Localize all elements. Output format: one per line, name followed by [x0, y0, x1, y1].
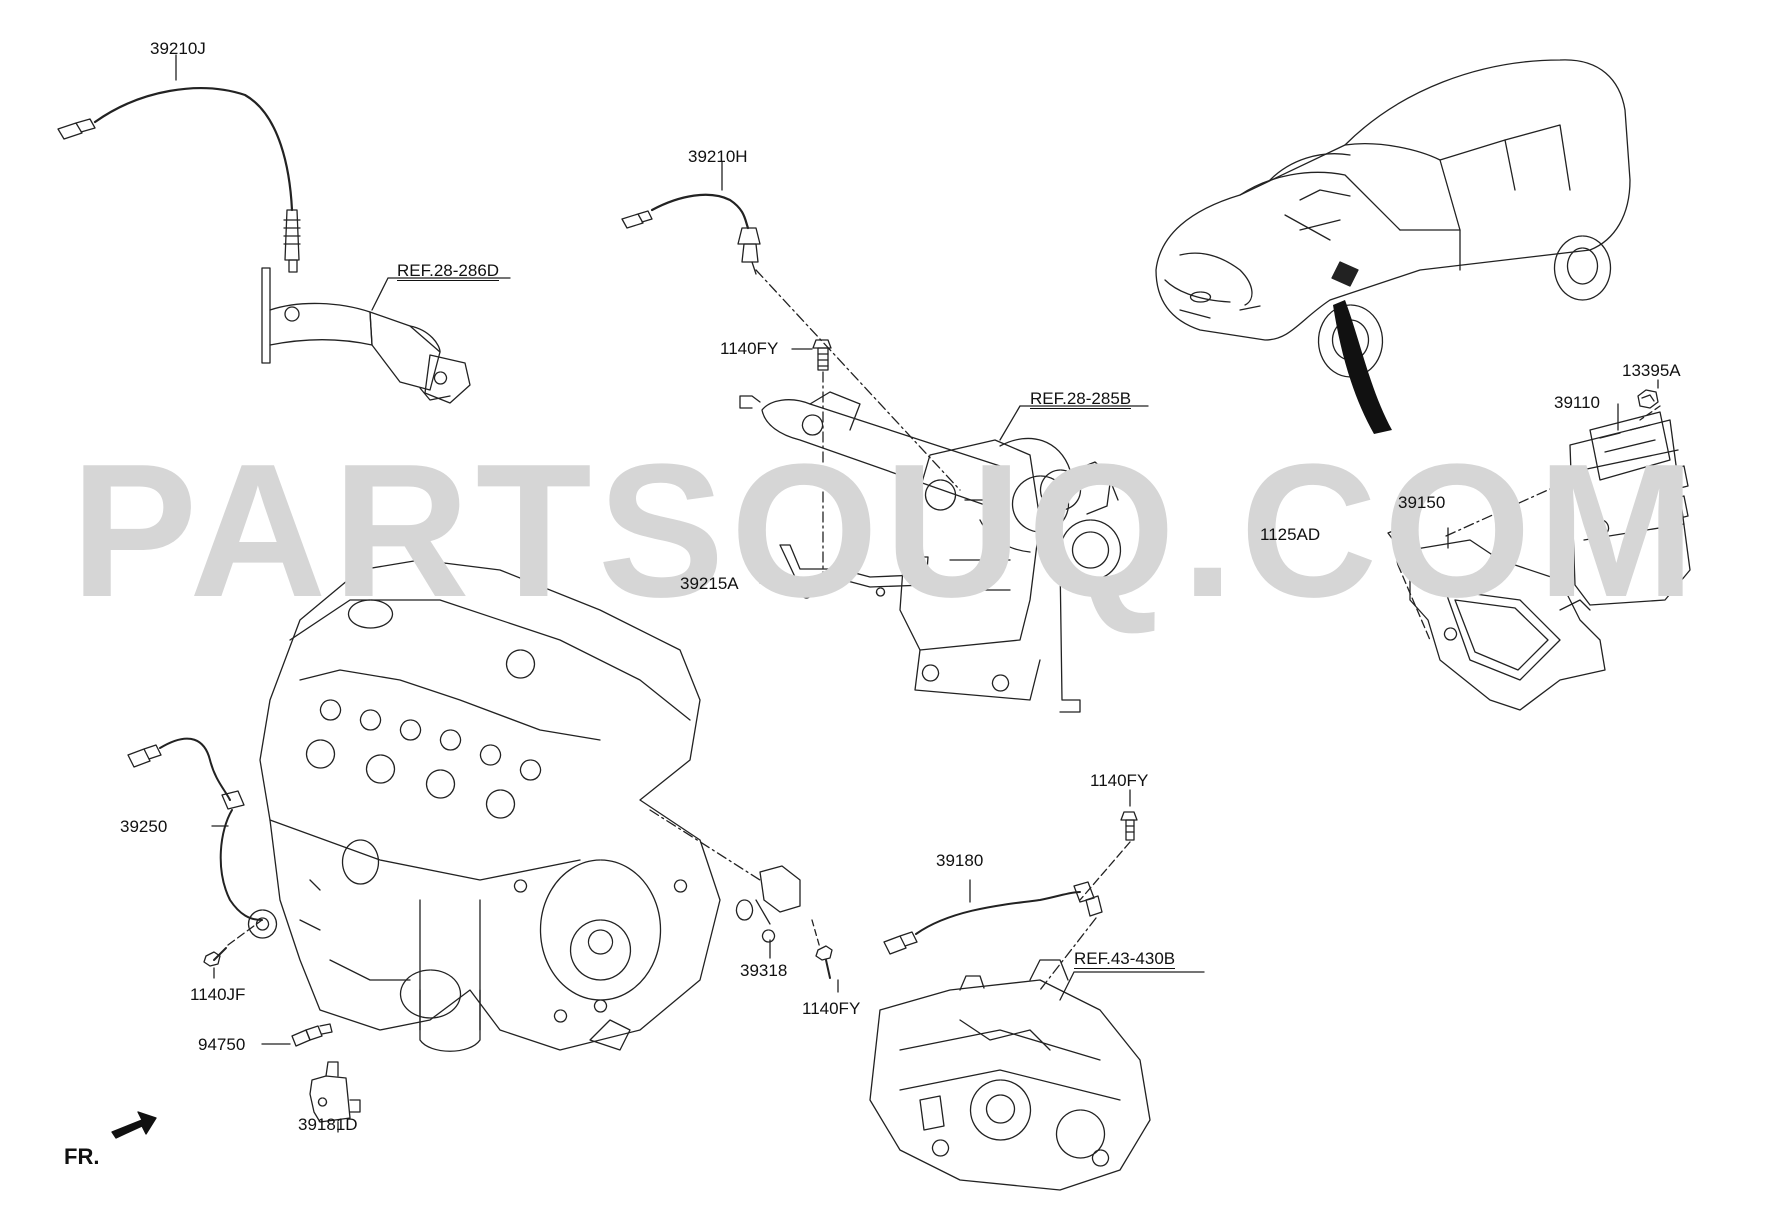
label-1140jf[interactable]: 1140JF — [190, 985, 246, 1004]
label-39150[interactable]: 39150 — [1398, 493, 1446, 512]
dash-1125ad — [1397, 564, 1431, 641]
dash-nut — [1639, 405, 1661, 421]
dash-1140jf — [227, 919, 263, 946]
label-39181d[interactable]: 39181D — [298, 1115, 358, 1134]
bolt-1140fy-middle[interactable] — [815, 945, 833, 979]
label-39215a[interactable]: 39215A — [680, 574, 739, 593]
knock-sensor-39250[interactable] — [127, 737, 278, 939]
label-94750[interactable]: 94750 — [198, 1035, 246, 1054]
label-ref-28-285b[interactable]: REF.28-285B — [1030, 389, 1132, 409]
cam-sensor-39318[interactable] — [735, 865, 801, 943]
leader-ref-28-285b — [999, 405, 1149, 441]
oxygen-sensor-39210j[interactable] — [57, 87, 301, 273]
label-39180[interactable]: 39180 — [936, 851, 984, 870]
exhaust-manifold-ref-28-285b — [739, 391, 1122, 713]
label-39318[interactable]: 39318 — [740, 961, 788, 980]
dash-1140fy-middle — [811, 919, 821, 949]
label-1125ad[interactable]: 1125AD — [1260, 525, 1321, 544]
label-39210j[interactable]: 39210J — [150, 39, 206, 58]
speed-sensor-39180[interactable] — [883, 881, 1103, 955]
transmission-ref-43-430b — [869, 959, 1151, 1191]
bolt-1140jf[interactable] — [203, 947, 227, 967]
leader-ref-43-430b — [1059, 971, 1205, 1001]
label-13395a[interactable]: 13395A — [1622, 361, 1681, 380]
ecu-bracket-39150[interactable] — [1409, 539, 1606, 711]
watermark: PARTSOUQ.COM — [70, 425, 1702, 637]
label-ref-28-286d[interactable]: REF.28-286D — [397, 261, 500, 281]
front-direction-arrow-icon — [111, 1111, 157, 1139]
dash-39318 — [649, 809, 761, 881]
label-1140fy-upper[interactable]: 1140FY — [720, 339, 779, 358]
bracket-39181d[interactable] — [309, 1061, 361, 1123]
label-1140fy-middle[interactable]: 1140FY — [802, 999, 861, 1018]
dash-39210h — [755, 269, 961, 491]
label-1140fy-right[interactable]: 1140FY — [1090, 771, 1149, 790]
leader-ref-28-286d — [371, 277, 511, 311]
label-39210h[interactable]: 39210H — [688, 147, 748, 166]
exhaust-catalyst-ref-28-286d — [261, 267, 471, 404]
label-39110[interactable]: 39110 — [1554, 393, 1601, 412]
bolt-1125ad[interactable] — [1387, 528, 1405, 565]
label-ref-43-430b[interactable]: REF.43-430B — [1074, 949, 1176, 969]
vehicle-illustration — [1155, 59, 1631, 434]
bolt-1140fy-upper[interactable] — [812, 339, 832, 371]
bolt-1140fy-right[interactable] — [1120, 811, 1138, 841]
label-39250[interactable]: 39250 — [120, 817, 168, 836]
nut-13395a[interactable] — [1637, 389, 1659, 409]
dash-ecu — [1445, 479, 1571, 537]
direction-label: FR. — [64, 1144, 100, 1169]
bracket-39215a[interactable] — [779, 544, 929, 599]
engine-block — [259, 559, 721, 1052]
oil-pressure-switch-94750[interactable] — [291, 1023, 333, 1047]
dash-1140fy-right — [1079, 841, 1131, 901]
ecu-39110[interactable] — [1569, 411, 1691, 606]
oxygen-sensor-39210h[interactable] — [621, 193, 761, 275]
dash-39180 — [1039, 917, 1097, 991]
